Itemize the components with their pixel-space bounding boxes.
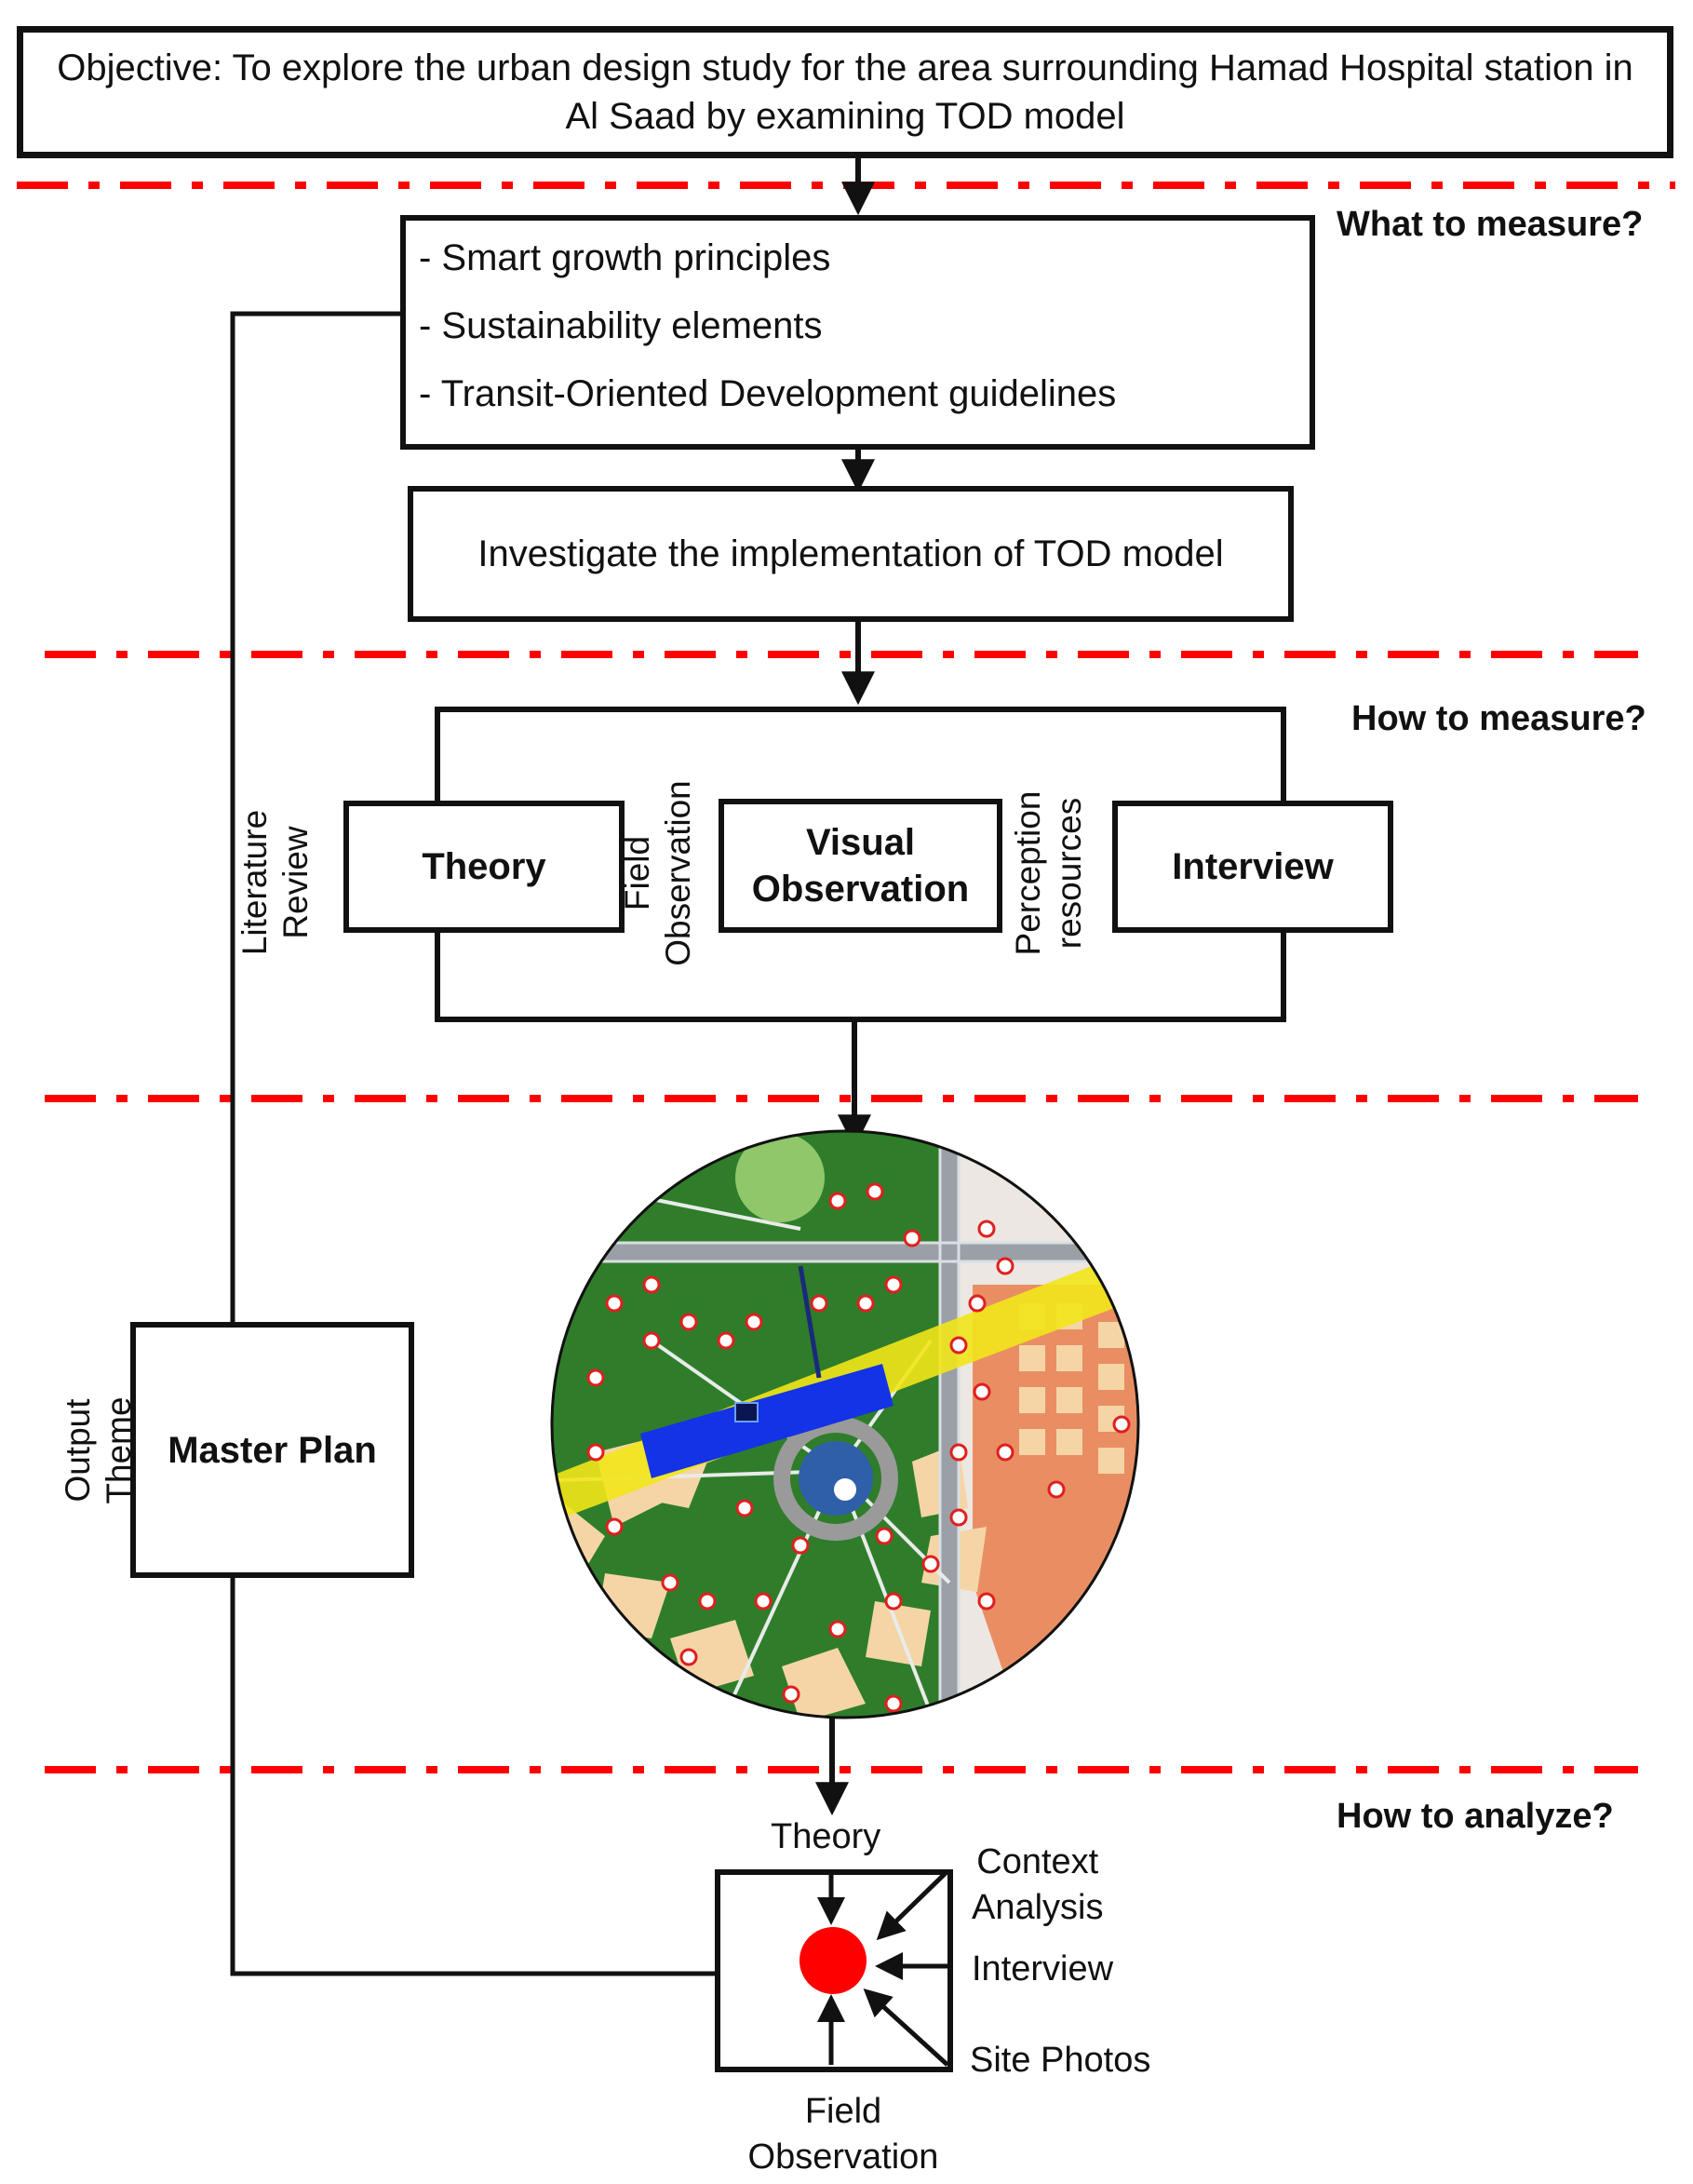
method-frame xyxy=(435,707,1286,801)
station-icon xyxy=(734,1402,759,1422)
measure-item: - Sustainability elements xyxy=(419,305,823,346)
measure-item: - Smart growth principles xyxy=(419,237,831,278)
visual-label-line1: Visual xyxy=(805,822,916,863)
interview-label: Interview xyxy=(1172,846,1334,887)
measure-item: - Transit-Oriented Development guideline… xyxy=(419,373,1117,414)
analysis-theory-label: Theory xyxy=(771,1817,881,1856)
method-frame xyxy=(435,933,1286,1022)
field-observation-label: Field Observation xyxy=(618,780,698,966)
analysis-context-label: Context Analysis xyxy=(972,1842,1104,1928)
loop-line xyxy=(230,311,400,1322)
measures-box: - Smart growth principles - Sustainabili… xyxy=(400,215,1315,450)
investigate-box: Investigate the implementation of TOD mo… xyxy=(408,486,1294,622)
theory-box: Theory xyxy=(343,801,625,933)
interview-box: Interview xyxy=(1112,801,1393,933)
objective-text: Objective: To explore the urban design s… xyxy=(57,47,1633,137)
visual-label-line2: Observation xyxy=(751,869,970,910)
analysis-interview-label: Interview xyxy=(972,1949,1114,1989)
theory-label: Theory xyxy=(422,846,546,887)
arrow-icon xyxy=(863,1988,949,2067)
map-thumbnail xyxy=(552,1131,1138,1718)
master-plan-label: Master Plan xyxy=(168,1429,377,1471)
visual-observation-box: Visual Observation xyxy=(719,799,1002,933)
station-bar xyxy=(640,1364,894,1478)
investigate-text: Investigate the implementation of TOD mo… xyxy=(477,533,1224,574)
analysis-field-label: Field Observation xyxy=(747,2092,939,2177)
arrow-icon xyxy=(876,1869,949,1941)
focus-dot xyxy=(799,1927,867,1994)
analysis-box xyxy=(715,1869,953,2072)
literature-review-label: Literature Review xyxy=(235,809,316,956)
loop-line xyxy=(230,1578,719,1976)
section-analyze: How to analyze? xyxy=(1337,1797,1614,1836)
section-what: What to measure? xyxy=(1337,205,1644,244)
objective-box: Objective: To explore the urban design s… xyxy=(17,26,1673,158)
analysis-site-photos-label: Site Photos xyxy=(970,2041,1151,2080)
perception-resources-label: Perception resources xyxy=(1009,790,1089,956)
section-how: How to measure? xyxy=(1351,699,1646,738)
master-plan-box: Master Plan xyxy=(130,1322,414,1578)
